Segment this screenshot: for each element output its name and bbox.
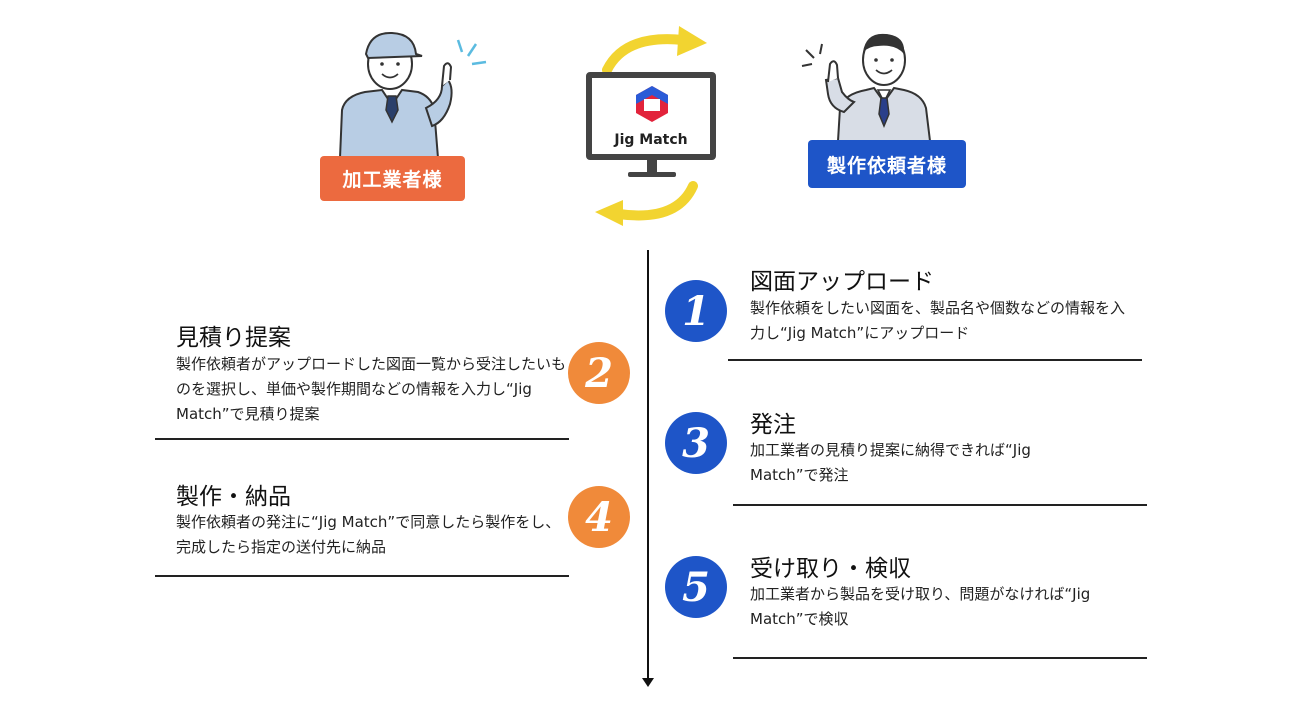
- monitor-base: [628, 172, 676, 177]
- requester-role-badge: 製作依頼者様: [808, 140, 966, 188]
- step-1-number: 1: [665, 280, 727, 342]
- processor-role-label: 加工業者様: [342, 169, 443, 191]
- monitor-stand: [647, 160, 657, 174]
- step-4-description: 製作依頼者の発注に“Jig Match”で同意したら製作をし、完成したら指定の送…: [176, 513, 561, 556]
- jig-match-logo-icon: [636, 86, 668, 122]
- step-2-divider: [155, 438, 569, 440]
- step-1-divider: [728, 359, 1142, 361]
- step-2-number: 2: [568, 342, 630, 404]
- processor-person-illustration: [338, 31, 453, 159]
- step-1-title: 図面アップロード: [750, 269, 934, 295]
- requester-person-illustration: [824, 33, 932, 142]
- step-3-title: 発注: [750, 412, 796, 438]
- step-5-divider: [733, 657, 1147, 659]
- step-3-number: 3: [665, 412, 727, 474]
- step-2-title: 見積り提案: [176, 325, 291, 351]
- timeline-arrow-head: [642, 678, 654, 687]
- processor-role-badge: 加工業者様: [320, 156, 465, 201]
- monitor-screen: Jig Match: [586, 72, 716, 160]
- sync-arrows-icon: [595, 26, 707, 226]
- timeline-line: [647, 250, 649, 682]
- step-5-number: 5: [665, 556, 727, 618]
- step-3-divider: [733, 504, 1147, 506]
- step-3-description: 加工業者の見積り提案に納得できれば“Jig Match”で発注: [750, 441, 1031, 484]
- sparkle-lines-icon: [801, 43, 823, 67]
- step-5-title: 受け取り・検収: [750, 556, 911, 582]
- step-4-number: 4: [568, 486, 630, 548]
- sparkle-lines-icon: [456, 39, 487, 66]
- step-4-title: 製作・納品: [176, 484, 291, 510]
- step-2-description: 製作依頼者がアップロードした図面一覧から受注したいものを選択し、単価や製作期間な…: [176, 355, 567, 423]
- step-4-divider: [155, 575, 569, 577]
- step-5-description: 加工業者から製品を受け取り、問題がなければ“Jig Match”で検収: [750, 585, 1091, 628]
- requester-role-label: 製作依頼者様: [826, 154, 947, 177]
- app-name: Jig Match: [614, 132, 688, 148]
- step-1-description: 製作依頼をしたい図面を、製品名や個数などの情報を入力し“Jig Match”にア…: [750, 299, 1126, 342]
